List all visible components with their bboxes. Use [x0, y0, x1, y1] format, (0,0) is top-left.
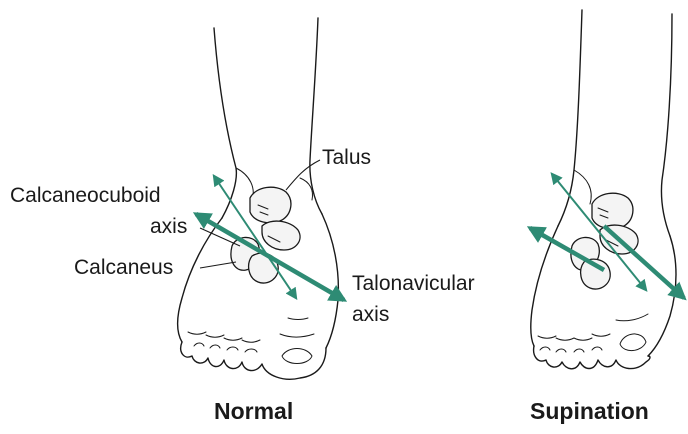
calcaneocuboid-axis-label-line2: axis: [150, 214, 187, 240]
normal-leg-outline-right: [310, 18, 322, 214]
normal-toes: [181, 342, 326, 379]
normal-leg-outline-left: [214, 28, 236, 218]
normal-toenails: [194, 343, 312, 364]
normal-caption: Normal: [214, 398, 293, 425]
supination-toenails: [540, 334, 646, 352]
calcaneocuboid-axis-label-line1: Calcaneocuboid: [10, 183, 161, 209]
normal-foot-drawing: [178, 18, 345, 379]
supination-foot-drawing: [530, 10, 684, 369]
calcaneus-leader-line: [200, 262, 236, 268]
normal-toe-creases: [188, 318, 314, 342]
supination-toes: [534, 346, 650, 369]
supination-leg-outline-left: [558, 10, 582, 226]
supination-leg-outline-right: [661, 14, 672, 236]
normal-ankle-line: [236, 168, 253, 200]
talus-leader-line: [286, 160, 320, 190]
supination-talus-bone: [592, 193, 633, 229]
talonavicular-axis-label-line2: axis: [352, 302, 389, 328]
supination-toe-creases: [538, 314, 648, 340]
talus-label: Talus: [322, 145, 371, 171]
talonavicular-axis-label-line1: Talonavicular: [352, 271, 475, 297]
supination-ankle-line: [574, 170, 591, 204]
calcaneus-label: Calcaneus: [74, 255, 173, 281]
normal-navicular-bone: [262, 221, 300, 250]
normal-talus-bone: [250, 187, 291, 223]
supination-caption: Supination: [530, 398, 649, 425]
